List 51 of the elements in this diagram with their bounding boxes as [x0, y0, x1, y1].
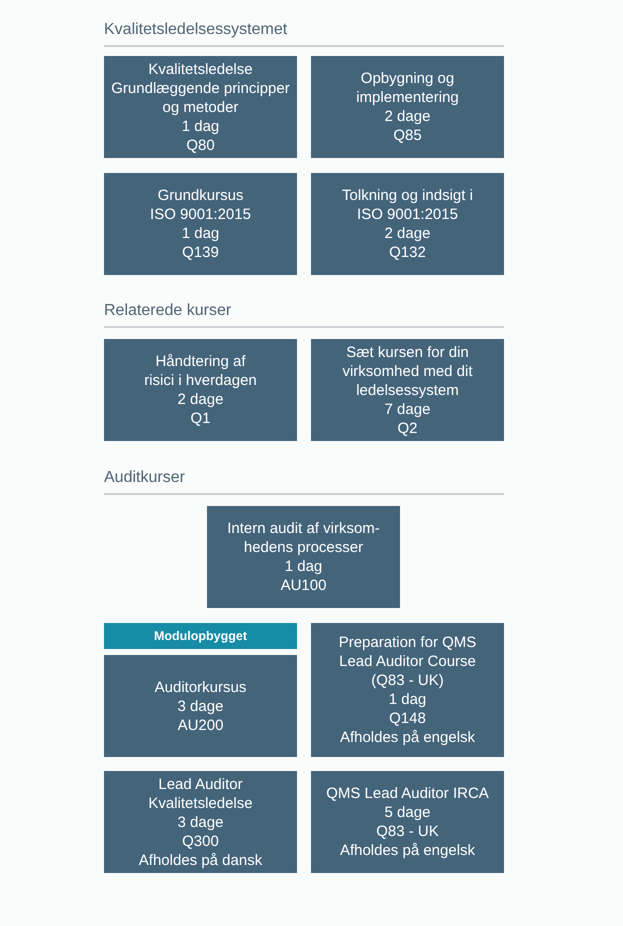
section-heading: Kvalitetsledelsessystemet — [104, 20, 288, 40]
course-duration: 7 dage — [384, 400, 430, 418]
course-box — [207, 506, 400, 608]
course-title: Opbygning og implementering — [355, 69, 460, 107]
course-box — [311, 56, 504, 158]
course-title: Auditorkursus — [154, 678, 246, 696]
course-duration: 2 dage — [384, 107, 430, 126]
course-duration: 1 dag — [388, 690, 426, 709]
course-title: Kvalitetsledelse Grundlæggende principper og metoder — [110, 60, 291, 116]
course-box — [311, 623, 504, 757]
course-box — [311, 339, 504, 441]
course-box — [104, 56, 297, 158]
course-box — [311, 771, 504, 873]
course-code: Q148 — [389, 709, 426, 728]
course-language: Afholdes på dansk — [138, 850, 262, 870]
course-language: Afholdes på engelsk — [340, 728, 476, 747]
course-code: Q2 — [397, 418, 418, 438]
course-duration: 1 dag — [284, 557, 322, 576]
course-box — [104, 655, 297, 757]
course-title: Sæt kursen for din virksomhed med dit ledelsessystem — [341, 342, 474, 400]
course-code: Q85 — [393, 126, 422, 145]
course-title: Håndtering af risici i hverdagen — [143, 352, 258, 390]
module-banner: Modulopbygget — [104, 623, 297, 649]
course-title: QMS Lead Auditor IRCA — [326, 784, 489, 803]
course-duration: 5 dage — [384, 803, 430, 822]
course-code: Q300 — [182, 832, 219, 850]
course-box — [104, 339, 297, 441]
course-code: AU100 — [280, 576, 326, 595]
course-code: AU200 — [178, 716, 224, 734]
course-duration: 2 dage — [178, 390, 224, 409]
course-duration: 3 dage — [178, 812, 224, 832]
course-title: Intern audit af virksom-hedens processer — [226, 519, 381, 557]
course-box — [311, 173, 504, 275]
section-heading: Auditkurser — [104, 468, 185, 488]
course-title: Preparation for QMS Lead Auditor Course (Q83 - UK) — [338, 633, 478, 690]
course-code: Q83 - UK — [376, 822, 439, 841]
course-code: Q1 — [190, 409, 210, 428]
course-duration: 3 dage — [178, 696, 224, 716]
course-code: Q132 — [389, 243, 426, 262]
course-code: Q80 — [186, 136, 215, 154]
course-title: Grundkursus ISO 9001:2015 — [149, 186, 252, 224]
course-code: Q139 — [182, 243, 219, 262]
course-duration: 2 dage — [384, 224, 430, 243]
course-language: Afholdes på engelsk — [340, 841, 476, 860]
course-box — [104, 771, 297, 873]
course-duration: 1 dag — [182, 224, 220, 243]
section-heading: Relaterede kurser — [104, 301, 232, 321]
course-box — [104, 173, 297, 275]
course-duration: 1 dag — [182, 116, 220, 136]
course-title: Lead Auditor Kvalitetsledelse — [147, 774, 254, 812]
course-title: Tolkning og indsigt i ISO 9001:2015 — [341, 186, 474, 224]
